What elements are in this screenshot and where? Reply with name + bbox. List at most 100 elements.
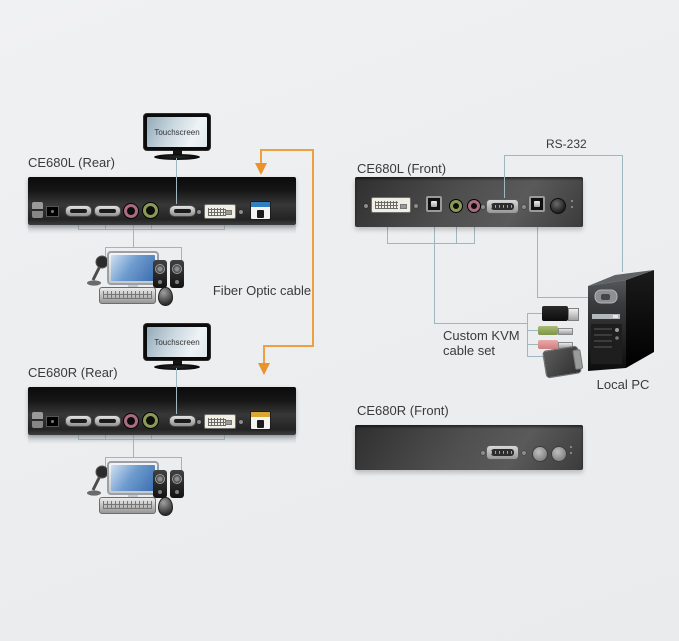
touchscreen-screen: Touchscreen: [147, 117, 207, 147]
screw-icon: [522, 451, 526, 455]
fiber-arrow-down-icon: [255, 163, 267, 175]
speaker-audio-jack-icon: [143, 413, 158, 428]
cable-line: [133, 224, 134, 230]
touchscreen-monitor: Touchscreen: [144, 324, 210, 370]
kvm-cable-line: [387, 227, 388, 243]
kvm-cable-line: [434, 227, 435, 243]
ce680l-front-label: CE680L (Front): [357, 161, 447, 176]
serial-db9-port-icon: [486, 199, 519, 214]
fiber-sfp-slot-icon: [250, 201, 271, 220]
ce680l-front-device: [355, 177, 583, 227]
fiber-cable-segment: [260, 149, 314, 151]
cable-line: [105, 457, 106, 472]
kvm-cable-line: [474, 227, 475, 243]
cable-bus-line: [105, 457, 182, 458]
hdmi-port-icon: [65, 415, 92, 427]
dvi-connector-icon: [542, 345, 582, 379]
ce680r-rear-device: [28, 387, 296, 435]
fiber-cable-segment: [312, 149, 314, 347]
cable-line: [133, 439, 134, 457]
kvm-connector-bus-line: [527, 313, 528, 357]
pc-tower-icon: [588, 270, 654, 371]
kvm-connector-stub: [527, 330, 538, 331]
audio-plug-tip: [558, 328, 573, 335]
kvm-cable-label-line2: cable set: [443, 343, 496, 358]
audio-plug-green-icon: [538, 326, 574, 335]
speaker-audio-jack-icon: [143, 203, 158, 218]
fiber-optic-cable-label: Fiber Optic cable: [212, 283, 312, 298]
screw-icon: [522, 205, 526, 209]
touchscreen-monitor: Touchscreen: [144, 114, 210, 160]
rs232-cable-line: [504, 155, 505, 198]
mic-audio-jack-icon: [124, 414, 138, 428]
speakers-icon: [153, 470, 184, 498]
cable-line: [224, 434, 225, 440]
kvm-cable-label-line1: Custom KVM: [443, 328, 520, 343]
usb-cable-line: [537, 227, 538, 298]
rs232-cable-line: [504, 155, 623, 156]
cable-line: [181, 457, 182, 473]
ce680l-rear-label: CE680L (Rear): [28, 155, 115, 170]
cable-bus-line: [78, 439, 225, 440]
screw-icon: [239, 420, 243, 424]
usb-b-port-icon: [426, 196, 442, 212]
local-pc-label: Local PC: [596, 377, 650, 392]
rs232-label: RS-232: [546, 137, 587, 151]
speaker-left: [153, 470, 167, 498]
push-button-icon: [532, 446, 548, 462]
screw-icon: [481, 451, 485, 455]
cable-line: [151, 224, 152, 230]
ce680r-front-device: [355, 425, 583, 470]
led-dot-icon: [571, 200, 573, 202]
hdmi-port-icon: [65, 205, 92, 217]
touchscreen-cable-line: [176, 158, 177, 204]
screw-icon: [197, 210, 201, 214]
cable-line: [105, 434, 106, 440]
screw-icon: [197, 420, 201, 424]
push-button-icon: [550, 198, 566, 214]
speaker-right: [170, 470, 184, 498]
speaker-audio-jack-icon: [450, 200, 462, 212]
cable-line: [133, 434, 134, 440]
usb-b-port-icon: [529, 196, 545, 212]
touchscreen-frame: Touchscreen: [144, 114, 210, 150]
screw-icon: [364, 204, 368, 208]
usb-connector-tip: [568, 308, 579, 321]
power-jack-icon: [46, 416, 59, 427]
cable-bus-line: [105, 247, 182, 248]
cable-line: [105, 224, 106, 230]
cable-line: [224, 224, 225, 230]
audio-plug-body: [538, 326, 558, 335]
usb-cable-line: [537, 297, 589, 298]
kvm-cable-line: [434, 243, 435, 324]
desktop-monitor-frame: [107, 251, 159, 285]
mic-audio-jack-icon: [468, 200, 480, 212]
touchscreen-stand-base: [154, 364, 200, 370]
touchscreen-screen: Touchscreen: [147, 327, 207, 357]
push-button-icon: [551, 446, 567, 462]
fiber-arrow-down-icon: [258, 363, 270, 375]
cable-bus-line: [78, 229, 225, 230]
power-jack-icon: [46, 206, 59, 217]
audio-plug-body: [538, 340, 558, 349]
kvm-cable-bus-line: [387, 243, 475, 244]
fiber-cable-segment: [263, 345, 265, 364]
usb-connector-icon: [542, 306, 579, 321]
kvm-connector-stub: [527, 356, 544, 357]
screw-icon: [239, 210, 243, 214]
hdmi-port-icon: [94, 205, 121, 217]
usb-connector-body: [542, 306, 568, 321]
desktop-monitor-frame: [107, 461, 159, 495]
microphone-icon: [87, 255, 109, 286]
keyboard-icon: [99, 287, 156, 304]
ce680l-rear-device: [28, 177, 296, 225]
hdmi-port-icon: [169, 415, 196, 427]
fiber-cable-segment: [260, 149, 262, 164]
ce680r-front-label: CE680R (Front): [357, 403, 449, 418]
ce680r-rear-label: CE680R (Rear): [28, 365, 118, 380]
hdmi-port-icon: [169, 205, 196, 217]
kvm-cable-line: [434, 323, 528, 324]
speaker-right: [170, 260, 184, 288]
touchscreen-stand-neck: [172, 360, 182, 365]
cable-line: [181, 247, 182, 263]
